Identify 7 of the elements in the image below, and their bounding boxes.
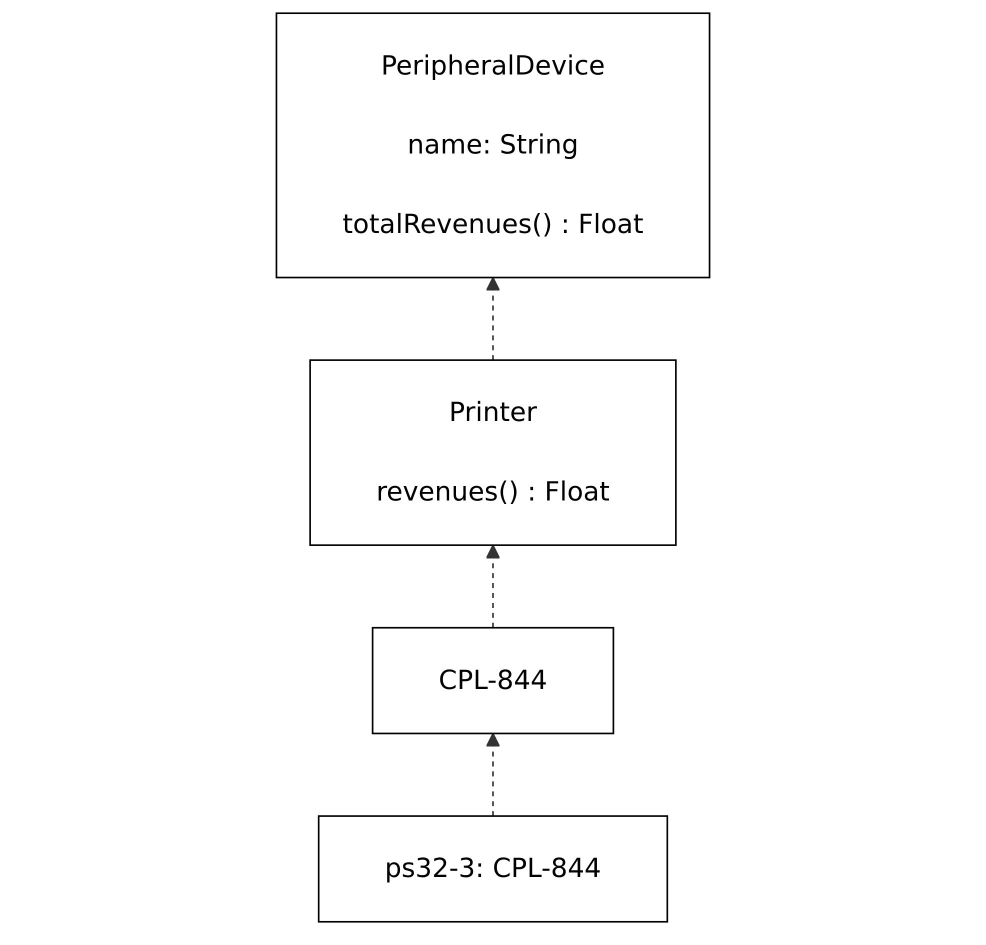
node-box: PeripheralDevice name: String totalRevenues() : Float <box>276 12 710 278</box>
arrow <box>486 544 500 628</box>
arrow <box>486 276 500 360</box>
node-box: Printer revenues() : Float <box>309 359 677 546</box>
node-box: ps32-3: CPL-844 <box>318 815 668 923</box>
node-box: CPL-844 <box>372 626 614 734</box>
arrow <box>486 732 500 816</box>
